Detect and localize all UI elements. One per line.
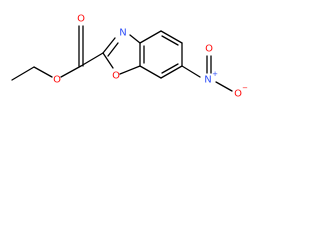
ethyl-6-nitrobenzoxazole-2-carboxylate-structure: O O N O N + O O − [11,14,248,100]
bond-c6-c7 [160,65,183,79]
atom-o-ring: O [112,71,120,82]
atom-n-ring: N [119,28,126,39]
atom-o-nitro-right: O [234,89,242,100]
atom-o-nitro-top: O [205,44,213,55]
bond-c7-c7a [139,65,162,79]
bond-carbonyl-c2 [80,52,104,67]
atom-n-nitro: N [204,75,211,86]
bond-c3a-c4 [139,30,162,44]
atom-o-ester-single: O [53,75,61,86]
charge-n-nitro: + [212,70,218,78]
bond-c6-n-nitro [181,65,201,78]
bond-nitro-n-o-right [215,81,233,92]
bond-c6-c7-inner [161,63,179,74]
bond-ethyl-ch3-ch2 [11,66,35,81]
bond-c2-n-a [102,37,116,54]
bond-n-c3a [129,34,141,44]
bond-o-c7a [119,65,141,75]
bond-c2-n-b [107,42,119,57]
charge-o-nitro: − [242,84,248,92]
bond-c4-c5-inner [161,35,179,46]
bond-c4-c5 [160,30,183,44]
atom-o-carbonyl: O [77,14,85,25]
bond-c2-o [102,52,114,69]
bond-o-carbonyl-c [60,65,82,78]
bond-ethyl-ch2-o [33,66,53,78]
